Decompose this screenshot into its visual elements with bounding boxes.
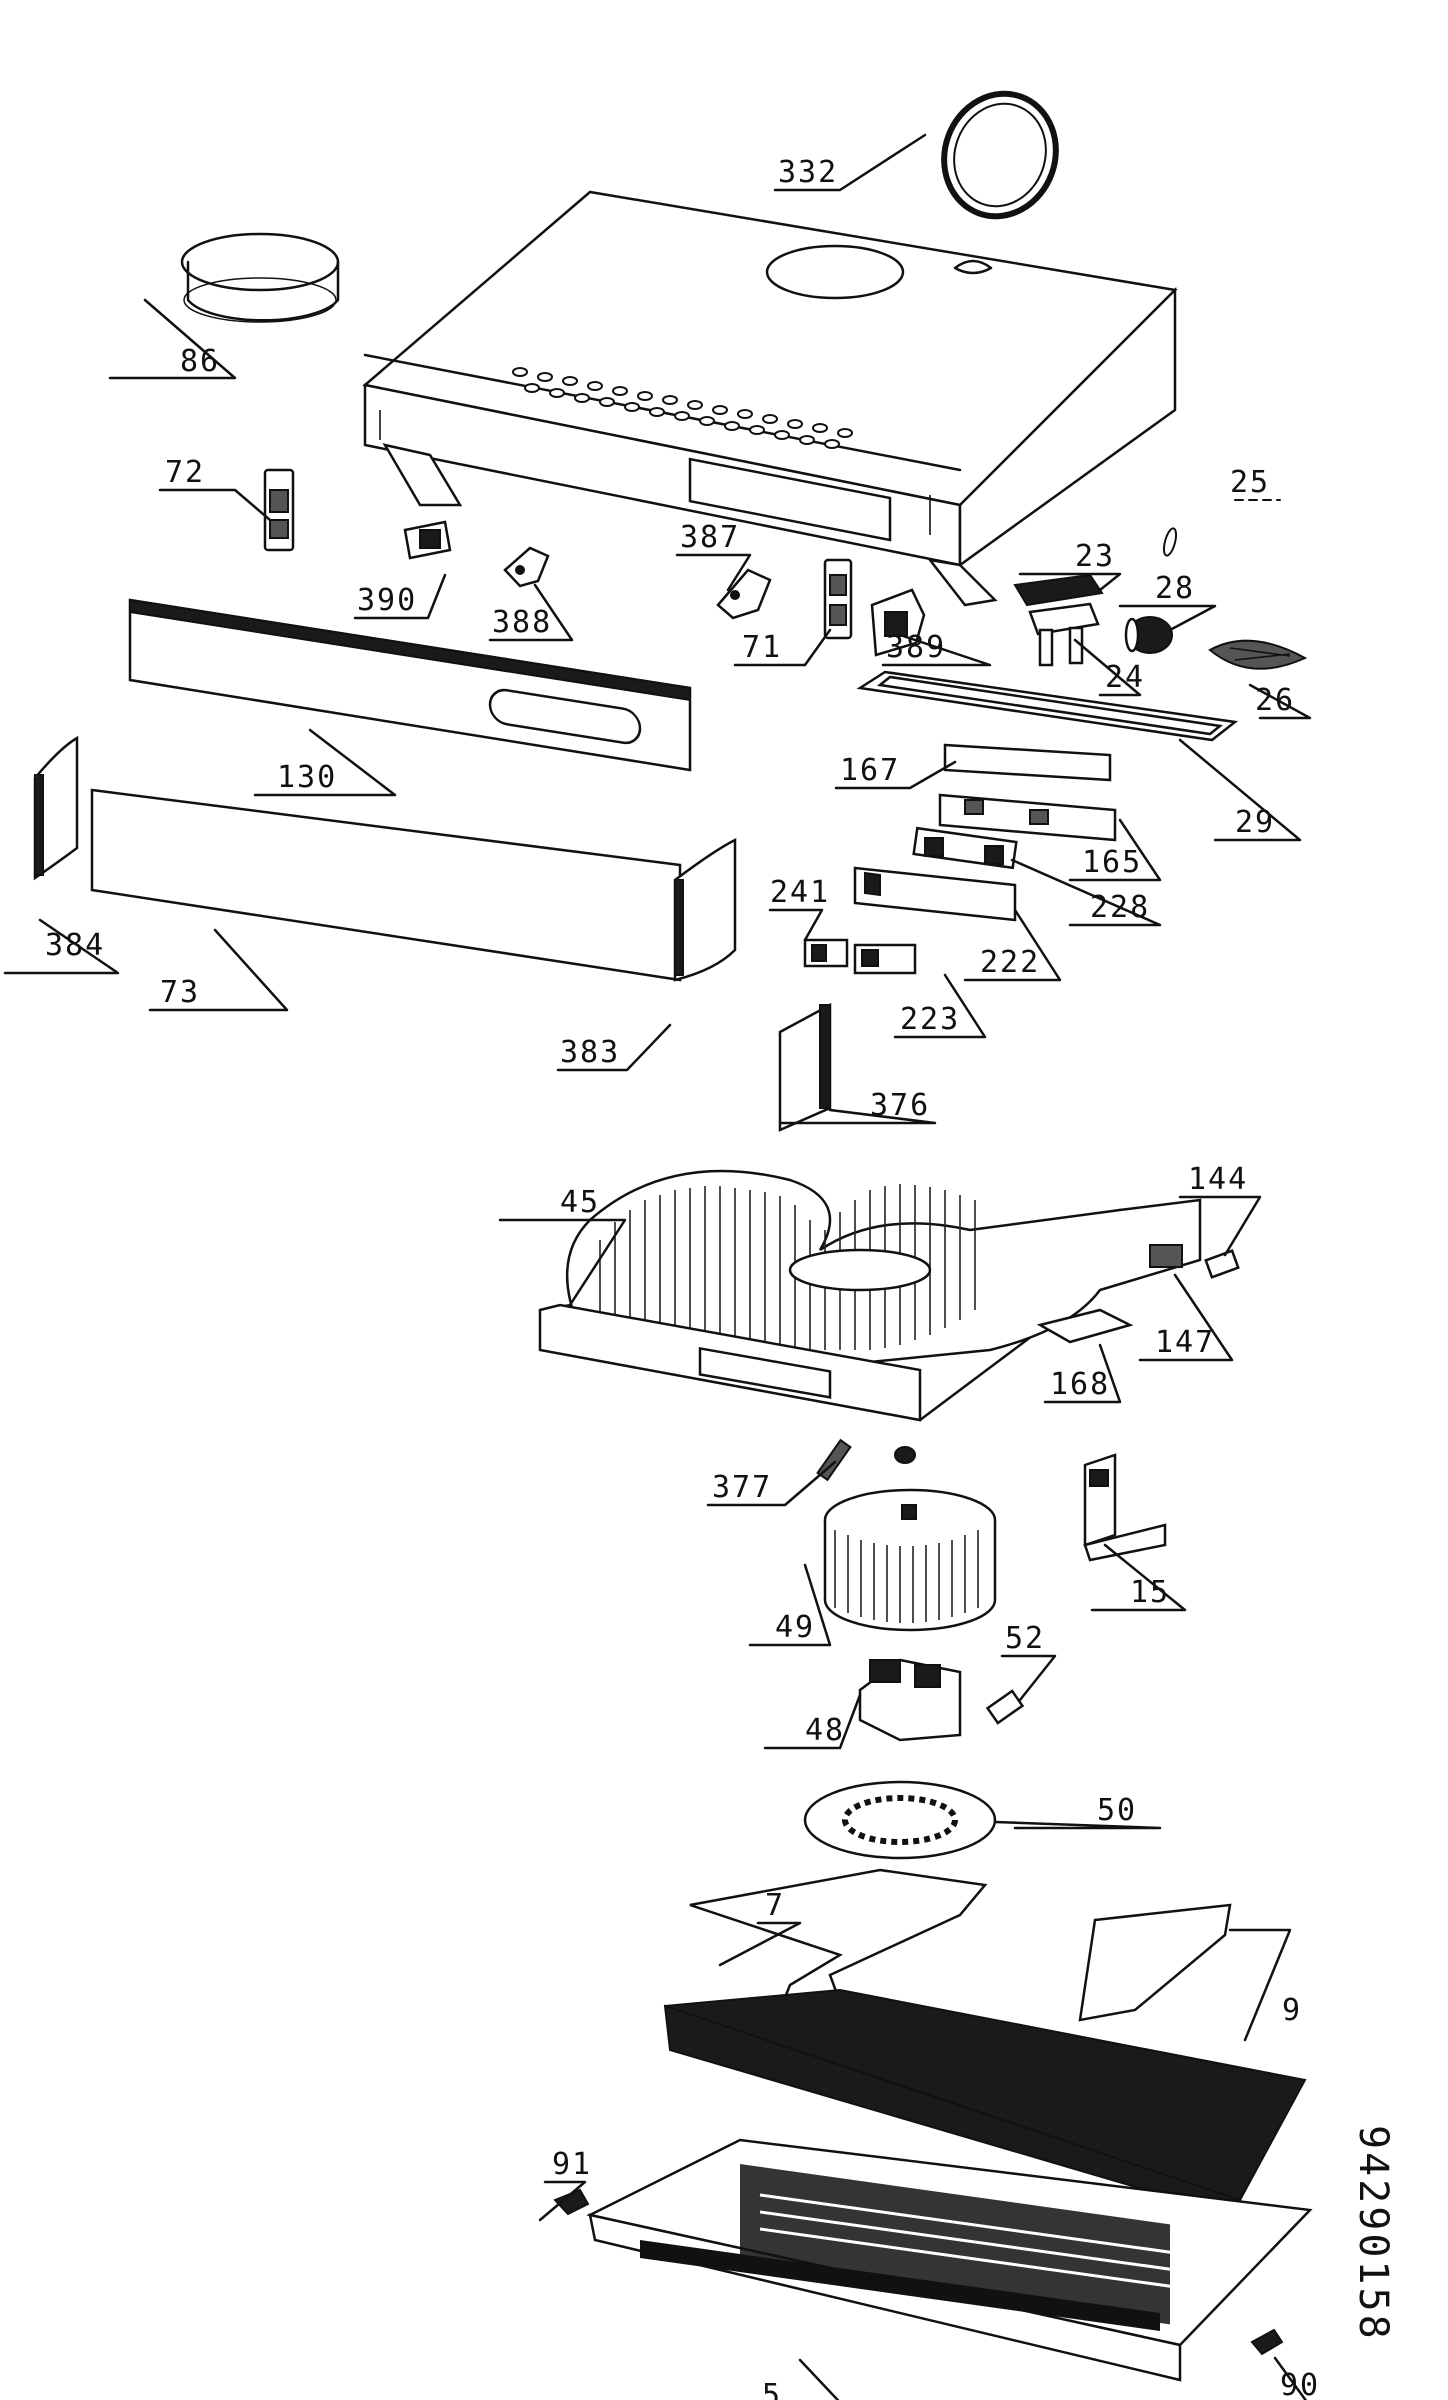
label-222: 222 bbox=[980, 945, 1040, 980]
label-168: 168 bbox=[1050, 1367, 1110, 1402]
label-147: 147 bbox=[1155, 1325, 1215, 1360]
label-388: 388 bbox=[492, 605, 552, 640]
lamp-28 bbox=[1124, 616, 1173, 654]
motor-48 bbox=[858, 1658, 962, 1742]
callout-leaders bbox=[3, 133, 1312, 2400]
end-cap-383 bbox=[673, 837, 737, 982]
label-223: 223 bbox=[900, 1002, 960, 1037]
label-389: 389 bbox=[886, 630, 946, 665]
front-panel-130 bbox=[128, 598, 692, 772]
switch-block-228 bbox=[912, 826, 1018, 870]
frame-222 bbox=[853, 866, 1017, 922]
fan-housing-45 bbox=[538, 1169, 1202, 1422]
label-165: 165 bbox=[1082, 845, 1142, 880]
buttons-223 bbox=[853, 943, 917, 975]
board-376 bbox=[778, 1002, 832, 1132]
duct-collar-86 bbox=[180, 232, 340, 323]
bulb-26 bbox=[1208, 639, 1308, 670]
label-7: 7 bbox=[765, 1888, 785, 1923]
label-45: 45 bbox=[560, 1185, 600, 1220]
pcb-holder-165 bbox=[938, 793, 1117, 842]
document-code: 94290158 bbox=[1350, 2125, 1396, 2342]
switch-71 bbox=[823, 558, 853, 640]
label-387: 387 bbox=[680, 520, 740, 555]
label-50: 50 bbox=[1097, 1793, 1137, 1828]
fan-wheel-49 bbox=[823, 1488, 997, 1632]
connector-144 bbox=[1204, 1249, 1240, 1279]
label-49: 49 bbox=[775, 1610, 815, 1645]
label-390: 390 bbox=[357, 583, 417, 618]
label-48: 48 bbox=[805, 1713, 845, 1748]
label-24: 24 bbox=[1105, 660, 1145, 695]
label-144: 144 bbox=[1188, 1162, 1248, 1197]
terminal-147 bbox=[1149, 1244, 1183, 1268]
clip-90 bbox=[1250, 2328, 1284, 2356]
label-29: 29 bbox=[1235, 805, 1275, 840]
label-25: 25 bbox=[1230, 465, 1270, 500]
plate-168 bbox=[1036, 1308, 1134, 1344]
part-labels: 332 86 72 25 390 388 387 23 28 71 389 24… bbox=[45, 155, 1320, 2400]
label-228: 228 bbox=[1090, 890, 1150, 925]
light-diffuser-29 bbox=[856, 670, 1239, 742]
label-52: 52 bbox=[1005, 1621, 1045, 1656]
clip-387 bbox=[716, 568, 772, 620]
label-73: 73 bbox=[160, 975, 200, 1010]
label-23: 23 bbox=[1075, 539, 1115, 574]
label-383: 383 bbox=[560, 1035, 620, 1070]
label-91: 91 bbox=[552, 2147, 592, 2182]
duct-ring-332 bbox=[941, 90, 1059, 220]
label-377: 377 bbox=[712, 1470, 772, 1505]
label-26: 26 bbox=[1255, 683, 1295, 718]
lamp-holder-24 bbox=[1028, 602, 1100, 667]
grille-5 bbox=[586, 2138, 1313, 2382]
front-glass-73 bbox=[90, 788, 682, 982]
nut bbox=[894, 1446, 916, 1464]
grease-filter-holders-7 bbox=[689, 1868, 1232, 2022]
label-332: 332 bbox=[778, 155, 838, 190]
label-9: 9 bbox=[1282, 1993, 1302, 2028]
label-167: 167 bbox=[840, 753, 900, 788]
label-71: 71 bbox=[742, 630, 782, 665]
switch-72 bbox=[263, 468, 295, 552]
button-241 bbox=[803, 938, 849, 968]
marker-25 bbox=[1162, 527, 1178, 557]
bracket-390 bbox=[403, 520, 452, 560]
label-130: 130 bbox=[277, 760, 337, 795]
label-28: 28 bbox=[1155, 571, 1195, 606]
motor-plate-50 bbox=[803, 1780, 997, 1860]
label-376: 376 bbox=[870, 1088, 930, 1123]
label-72: 72 bbox=[165, 455, 205, 490]
capacitor-52 bbox=[985, 1689, 1025, 1725]
end-cap-384 bbox=[33, 735, 79, 881]
hood-housing bbox=[362, 190, 1178, 607]
clip-388 bbox=[503, 546, 550, 588]
label-15: 15 bbox=[1130, 1575, 1170, 1610]
bracket-15 bbox=[1083, 1453, 1167, 1562]
label-384: 384 bbox=[45, 928, 105, 963]
cover-167 bbox=[943, 743, 1112, 782]
label-90: 90 bbox=[1280, 2368, 1320, 2400]
label-86: 86 bbox=[180, 344, 220, 379]
lamp-holder-23 bbox=[1013, 573, 1104, 607]
label-241: 241 bbox=[770, 875, 830, 910]
label-5: 5 bbox=[762, 2378, 782, 2400]
